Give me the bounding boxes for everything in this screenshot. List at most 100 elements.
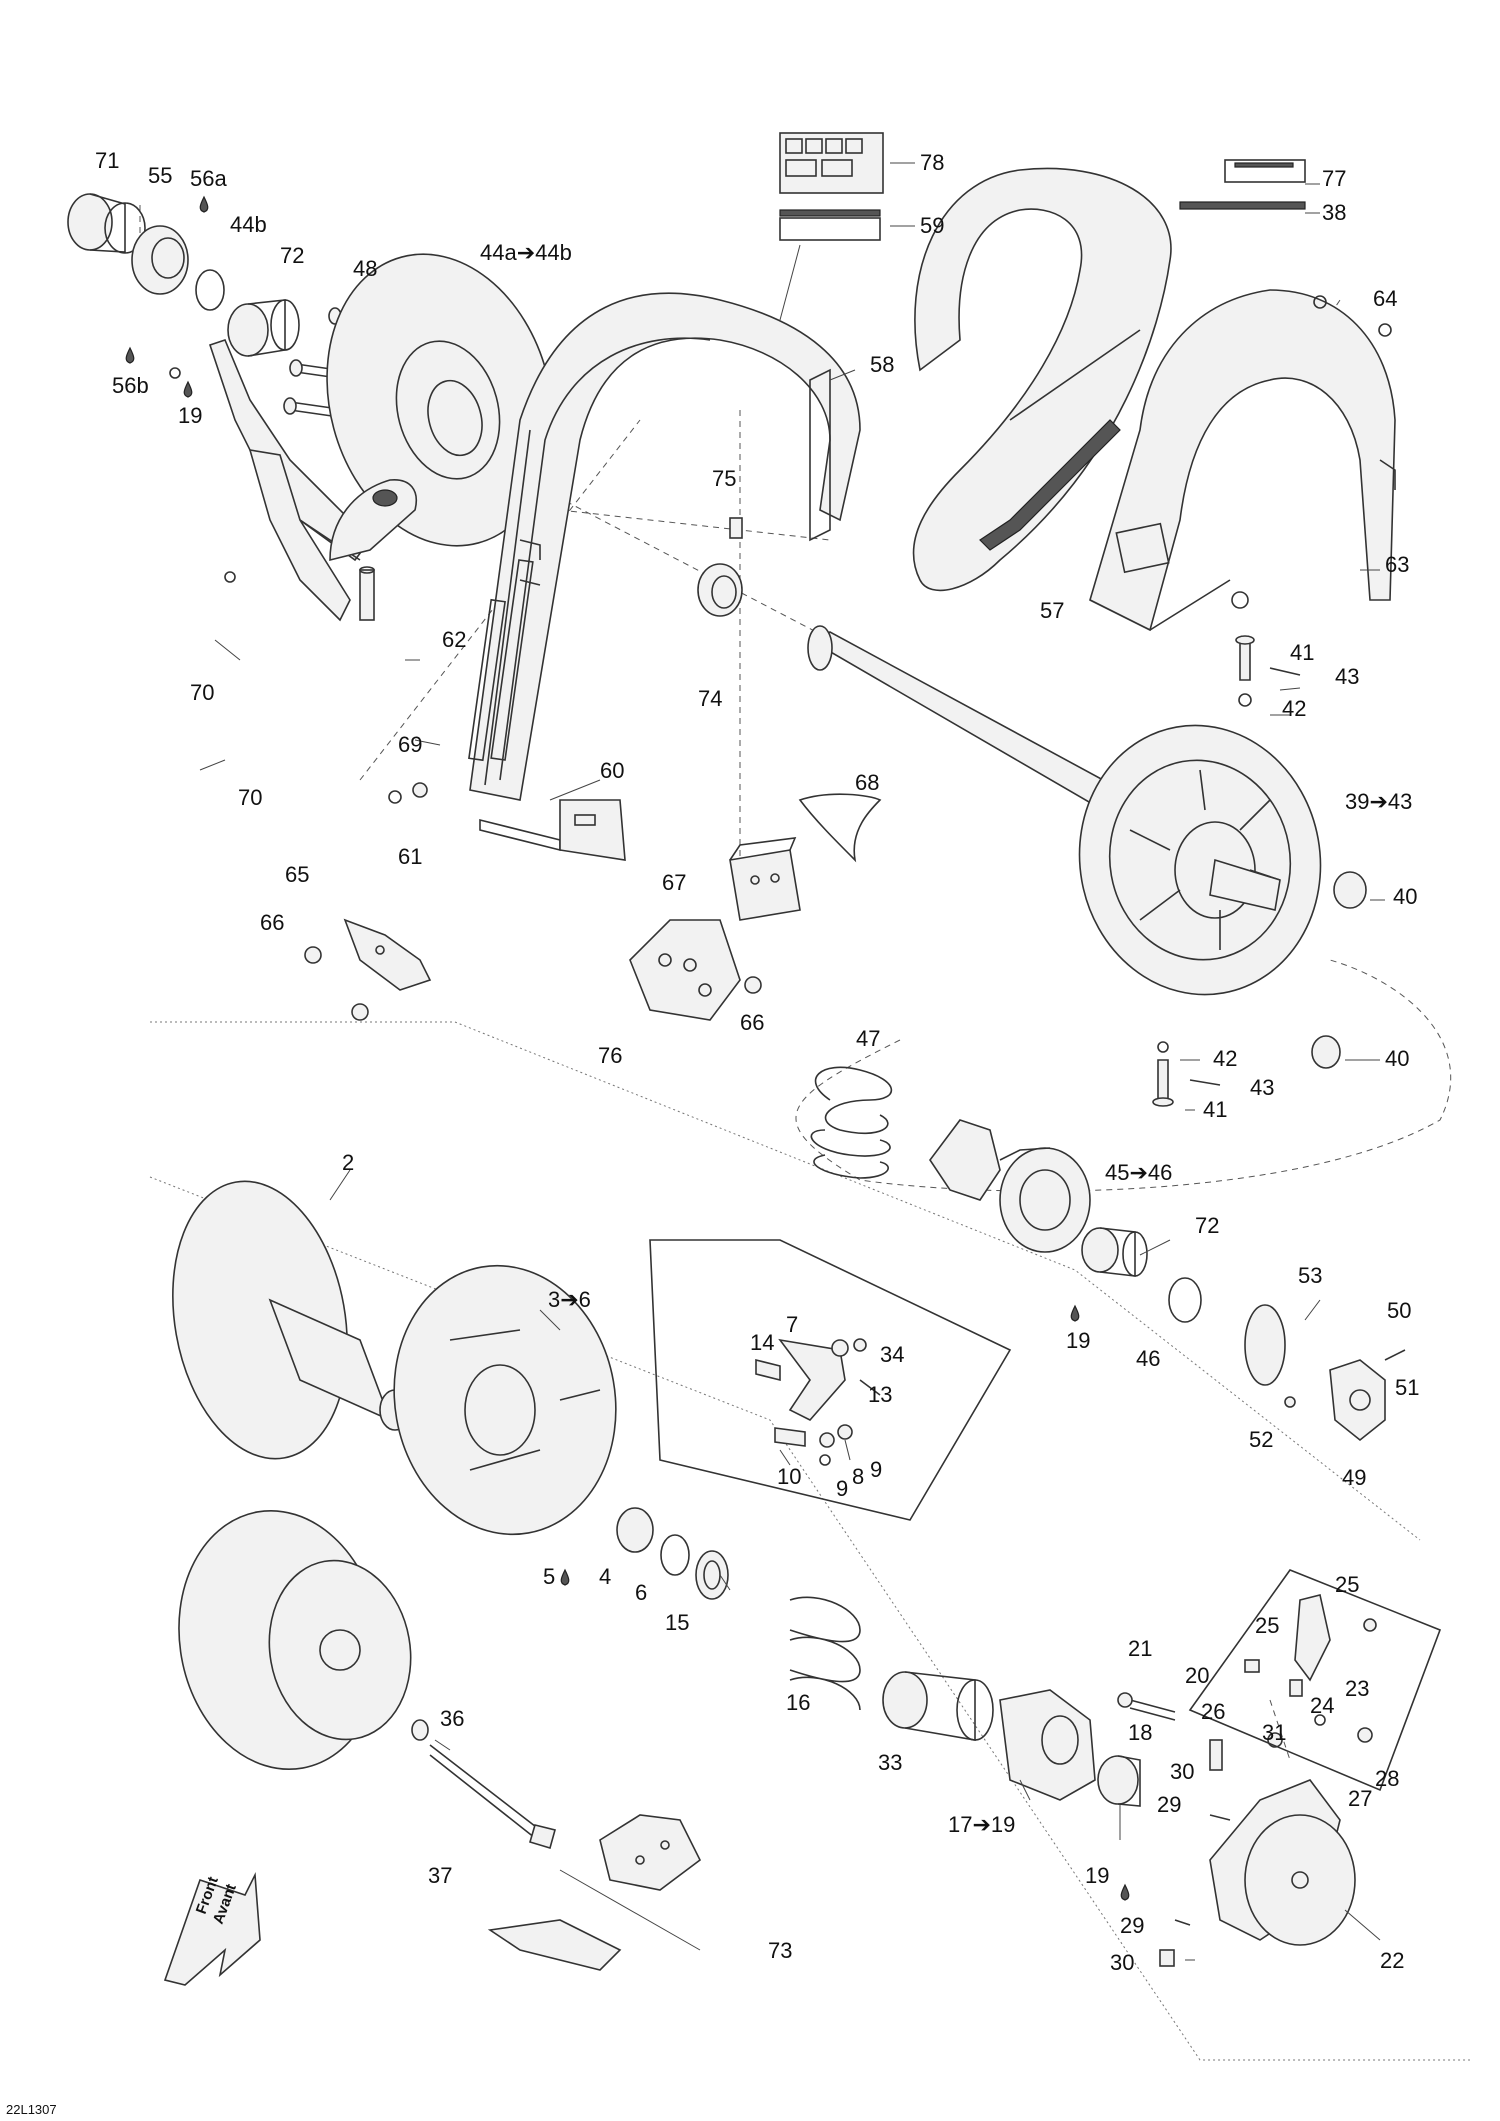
callout-59: 59 — [920, 213, 944, 238]
bolt-21 — [1117, 1692, 1176, 1721]
drawing-code: 22L1307 — [6, 2102, 57, 2117]
callout-60: 60 — [600, 758, 624, 783]
fixed-sheave-2 — [172, 1180, 411, 1460]
decal-59 — [779, 209, 881, 241]
callout-76: 76 — [598, 1043, 622, 1068]
decal-38 — [1179, 201, 1306, 210]
bushing-4 — [616, 1507, 654, 1553]
ring-44b — [195, 269, 225, 311]
callout-66-left: 66 — [260, 910, 284, 935]
callout-14: 14 — [750, 1330, 774, 1355]
governor-36-37 — [178, 1510, 556, 1850]
callout-37: 37 — [428, 1863, 452, 1888]
callout-42-upper: 42 — [1282, 696, 1306, 721]
callout-78: 78 — [920, 150, 944, 175]
plate-60 — [559, 799, 626, 861]
callout-7: 7 — [786, 1312, 798, 1337]
callout-44b: 44b — [230, 212, 267, 237]
callout-57: 57 — [1040, 598, 1064, 623]
callout-17: 17➔19 — [948, 1812, 1015, 1837]
knob-62 — [329, 479, 417, 562]
callout-10: 10 — [777, 1464, 801, 1489]
callout-70-upper: 70 — [190, 680, 214, 705]
callout-56a: 56a — [190, 166, 227, 191]
stopper-41b — [1152, 1041, 1221, 1107]
callout-21: 21 — [1128, 1636, 1152, 1661]
callout-19-lower: 19 — [1085, 1863, 1109, 1888]
section-separators — [149, 1021, 1470, 2061]
callout-77: 77 — [1322, 166, 1346, 191]
sleeve-72 — [227, 299, 300, 357]
callout-66-right: 66 — [740, 1010, 764, 1035]
callout-36: 36 — [440, 1706, 464, 1731]
callout-40-lower: 40 — [1385, 1046, 1409, 1071]
washer-15 — [695, 1550, 729, 1600]
callout-16: 16 — [786, 1690, 810, 1715]
bushing-18 — [1097, 1755, 1141, 1807]
callout-30-lower: 30 — [1110, 1950, 1134, 1975]
callout-47: 47 — [856, 1026, 880, 1051]
callout-69: 69 — [398, 732, 422, 757]
callout-2: 2 — [342, 1150, 354, 1175]
callout-67: 67 — [662, 870, 686, 895]
callout-3: 3➔6 — [548, 1287, 591, 1312]
callout-51: 51 — [1395, 1375, 1419, 1400]
detail-frames — [649, 1239, 1442, 1792]
callout-56b: 56b — [112, 373, 149, 398]
callout-24: 24 — [1310, 1693, 1334, 1718]
callout-4: 4 — [599, 1564, 611, 1589]
callout-45: 45➔46 — [1105, 1160, 1172, 1185]
ring-46 — [1168, 1277, 1202, 1323]
callout-9-right: 9 — [870, 1457, 882, 1482]
callout-29-lower: 29 — [1120, 1913, 1144, 1938]
guard-bracket-58 — [468, 292, 861, 852]
callout-39: 39➔43 — [1345, 789, 1412, 814]
cover-33 — [882, 1671, 994, 1741]
shaft-and-pulley-39 — [807, 625, 1322, 996]
callout-23: 23 — [1345, 1676, 1369, 1701]
cam-45 — [929, 1119, 1091, 1253]
callout-70-lower: 70 — [238, 785, 262, 810]
spider-17 — [999, 1689, 1096, 1801]
callout-25-top: 25 — [1335, 1572, 1359, 1597]
callout-50: 50 — [1387, 1298, 1411, 1323]
callout-48: 48 — [353, 256, 377, 281]
callout-62: 62 — [442, 627, 466, 652]
rollers-subassembly-7-14 — [755, 1338, 881, 1466]
callout-44a: 44a➔44b — [480, 240, 572, 265]
callout-65: 65 — [285, 862, 309, 887]
callout-74: 74 — [698, 686, 722, 711]
oil-drop-markers — [125, 195, 1130, 1901]
callout-9-left: 9 — [836, 1476, 848, 1501]
callout-68: 68 — [855, 770, 879, 795]
bolts-66 — [304, 946, 762, 1021]
callout-55: 55 — [148, 163, 172, 188]
callout-53: 53 — [1298, 1263, 1322, 1288]
callout-43-upper: 43 — [1335, 664, 1359, 689]
callout-71: 71 — [95, 148, 119, 173]
drive-belt-57 — [912, 167, 1172, 592]
callout-52: 52 — [1249, 1427, 1273, 1452]
callout-19-middle: 19 — [1066, 1328, 1090, 1353]
callout-8: 8 — [852, 1464, 864, 1489]
bearing-55 — [131, 225, 189, 295]
sheave-44a — [326, 253, 554, 547]
callout-29-upper: 29 — [1157, 1792, 1181, 1817]
lever-23-25 — [1244, 1594, 1377, 1697]
callout-6: 6 — [635, 1580, 647, 1605]
callout-18: 18 — [1128, 1720, 1152, 1745]
sleeve-72b — [1081, 1227, 1148, 1277]
governor-cup-22 — [1209, 1779, 1356, 1946]
callout-22: 22 — [1380, 1948, 1404, 1973]
callout-73: 73 — [768, 1938, 792, 1963]
callout-41-lower: 41 — [1203, 1097, 1227, 1122]
callout-75: 75 — [712, 466, 736, 491]
callout-25-left: 25 — [1255, 1613, 1279, 1638]
callout-19-upper: 19 — [178, 403, 202, 428]
callout-49: 49 — [1342, 1465, 1366, 1490]
front-direction-arrow: Front Avant — [163, 1872, 261, 1986]
clip-68 — [798, 793, 882, 863]
callout-38: 38 — [1322, 200, 1346, 225]
callout-leaders — [199, 162, 1385, 1961]
stopper-41-43 — [1235, 635, 1301, 707]
